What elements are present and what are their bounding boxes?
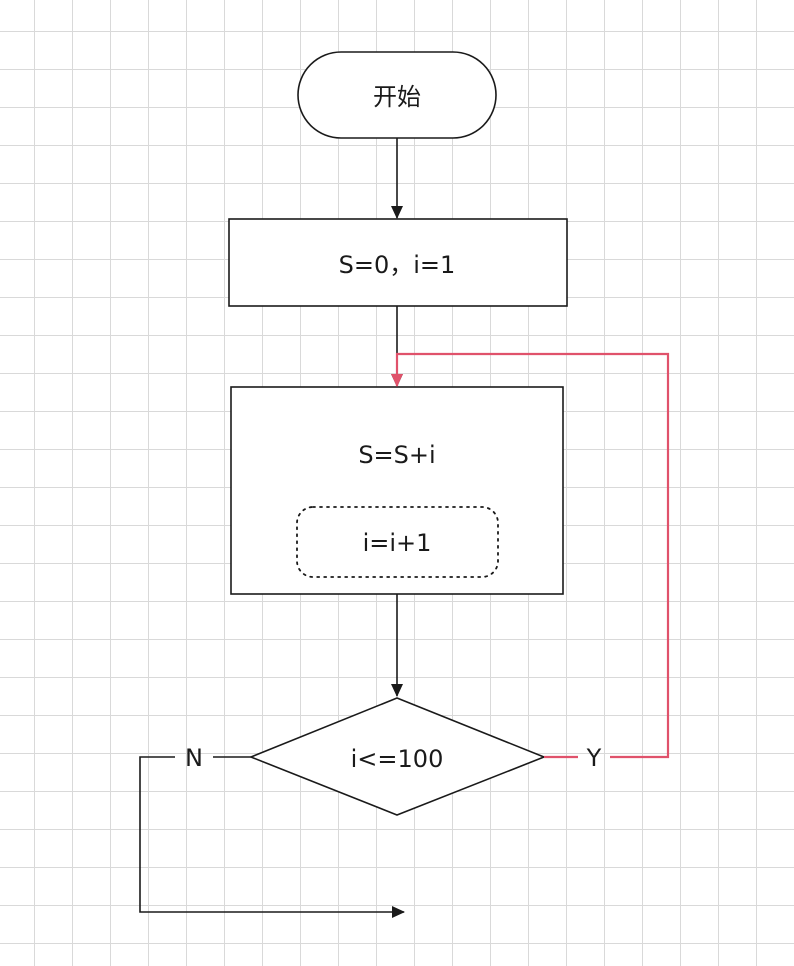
yes-branch: Y [391, 352, 670, 772]
no-branch: N [139, 744, 405, 918]
edge-loop-back [391, 352, 670, 759]
init-node[interactable]: S=0，i=1 [228, 218, 568, 307]
increment-dotted-shape [296, 506, 499, 578]
start-node[interactable]: 开始 [297, 51, 497, 139]
edge-exit [139, 756, 405, 918]
no-label: N [185, 744, 203, 772]
init-process-shape [228, 218, 568, 307]
init-label: S=0，i=1 [339, 251, 456, 279]
start-label: 开始 [373, 83, 421, 111]
loop-body-label: S=S+i [358, 441, 435, 469]
yes-label: Y [586, 744, 602, 772]
condition-node[interactable]: i<=100 [248, 697, 547, 816]
condition-label: i<=100 [351, 745, 444, 773]
increment-label: i=i+1 [363, 529, 432, 557]
condition-diamond-shape [248, 697, 547, 816]
increment-node[interactable]: i=i+1 [296, 506, 499, 578]
